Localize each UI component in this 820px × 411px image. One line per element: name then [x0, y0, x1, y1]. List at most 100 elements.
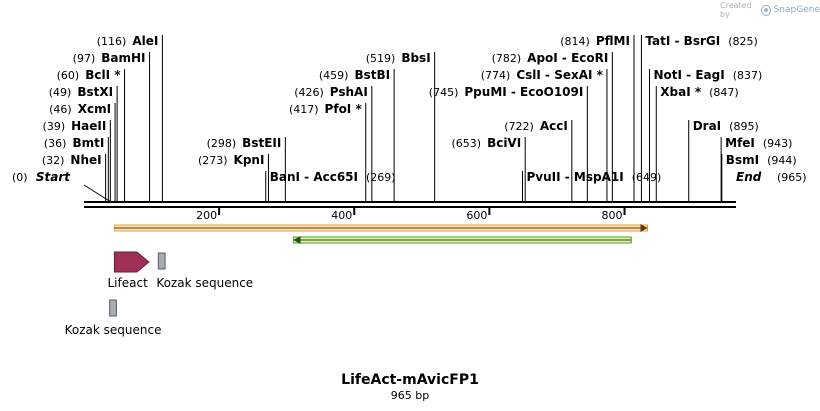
- site-drai: DraI (895): [693, 119, 759, 133]
- site-bani-acc65i-position: (269): [366, 171, 396, 184]
- site-bamhi: BamHI(97): [73, 51, 146, 65]
- site-bbsi-label: BbsI: [401, 51, 430, 65]
- ruler-tick-label: 600: [466, 209, 487, 222]
- site-bmti-position: (36): [44, 137, 67, 150]
- site-alei-label: AleI: [132, 34, 158, 48]
- site-bbsi-position: (519): [366, 52, 396, 65]
- site-bstbi: BstBI (459): [319, 68, 390, 82]
- site-csli-sexai-position: (774): [481, 69, 511, 82]
- orf-reverse: [292, 236, 632, 244]
- site-ppumi-ecoo109i: PpuMI - EcoO109I(745): [429, 85, 584, 99]
- site-bsmi-position: (944): [767, 154, 797, 167]
- site-bcivi-label: BciVI: [487, 136, 521, 150]
- site-pvuii-mspa1i: PvuII - MspA1I (649): [526, 170, 661, 184]
- terminal-start-label: Start: [36, 170, 71, 184]
- orf-tracks: [113, 224, 648, 244]
- site-leaders: [83, 35, 723, 203]
- site-drai-position: (895): [729, 120, 759, 133]
- ruler-tick-label: 800: [602, 209, 623, 222]
- feature-lifeact-arrow: [113, 251, 150, 273]
- site-apoi-ecori: ApoI - EcoRI (782): [492, 51, 609, 65]
- orf-forward: [113, 224, 648, 232]
- site-apoi-ecori-position: (782): [492, 52, 522, 65]
- site-labels: Start (0) End (965) NheI (32) BmtI (36) HaeII (39…: [12, 34, 807, 184]
- site-alei-position: (116): [97, 35, 127, 48]
- site-tati-bsrgi-label: TatI - BsrGI: [645, 34, 720, 48]
- site-xcmi-label: XcmI: [78, 102, 111, 116]
- site-tati-bsrgi: TatI - BsrGI (825): [645, 34, 757, 48]
- site-bstxi-label: BstXI: [77, 85, 113, 99]
- site-pflmi: PflMI(814): [560, 34, 630, 48]
- site-nhei-position: (32): [42, 154, 65, 167]
- site-bani-acc65i-label: BanI - Acc65I: [270, 170, 358, 184]
- terminal-start-position: (0): [12, 171, 28, 184]
- site-bmti: BmtI (36): [44, 136, 104, 150]
- site-ppumi-ecoo109i-label: PpuMI - EcoO109I: [464, 85, 583, 99]
- site-noti-eagi-label: NotI - EagI: [654, 68, 725, 82]
- site-mfei-position: (943): [763, 137, 793, 150]
- site-bbsi: BbsI (519): [366, 51, 431, 65]
- site-xcmi-position: (46): [49, 103, 72, 116]
- site-pvuii-mspa1i-position: (649): [632, 171, 662, 184]
- terminal-start-leader: [83, 184, 112, 203]
- site-haeii-label: HaeII: [71, 119, 106, 133]
- orf-forward-arrowhead: [640, 224, 648, 232]
- site-haeii-position: (39): [43, 120, 66, 133]
- feature-kozak-1-label: Kozak sequence: [156, 276, 253, 290]
- site-mfei-label: MfeI: [725, 136, 755, 150]
- terminal-end-label: End: [736, 170, 762, 184]
- site-pfoi: PfoI *(417): [289, 102, 362, 116]
- site-bcivi: BciVI (653): [451, 136, 521, 150]
- site-xbai: XbaI *(847): [660, 85, 738, 99]
- snapgene-brand-name: SnapGene: [773, 5, 820, 15]
- site-kpni-label: KpnI: [234, 153, 265, 167]
- terminal-start: Start (0): [12, 170, 71, 184]
- feature-kozak-2: Kozak sequence: [65, 299, 161, 337]
- site-bsteii-position: (298): [207, 137, 237, 150]
- site-csli-sexai: CslI - SexAI * (774): [481, 68, 604, 82]
- site-kpni-position: (273): [198, 154, 228, 167]
- site-bsmi: BsmI (944): [726, 153, 797, 167]
- sequence-length: 965 bp: [390, 389, 430, 402]
- snapgene-credit: Created by SnapGene: [720, 1, 820, 19]
- site-bsteii-label: BstEII: [242, 136, 281, 150]
- ruler-tick-label: 200: [196, 209, 217, 222]
- feature-kozak-1: Kozak sequence: [156, 252, 253, 290]
- created-by-text: Created by: [720, 1, 752, 19]
- site-nhei-label: NheI: [70, 153, 101, 167]
- site-pvuii-mspa1i-label: PvuII - MspA1I: [526, 170, 623, 184]
- site-bcli-position: (60): [57, 69, 80, 82]
- feature-lifeact: Lifeact: [107, 251, 150, 290]
- site-bsteii: BstEII (298): [207, 136, 282, 150]
- site-drai-label: DraI: [693, 119, 721, 133]
- sequence-title: LifeAct-mAvicFP1: [341, 372, 479, 388]
- site-pfoi-label: PfoI *: [325, 102, 363, 116]
- site-mfei: MfeI (943): [725, 136, 792, 150]
- site-pshai-position: (426): [294, 86, 324, 99]
- site-noti-eagi: NotI - EagI (837): [654, 68, 763, 82]
- site-bstbi-position: (459): [319, 69, 349, 82]
- terminal-end: End (965): [736, 170, 807, 184]
- site-xcmi: XcmI (46): [49, 102, 111, 116]
- feature-lifeact-label: Lifeact: [107, 276, 148, 290]
- site-bstbi-label: BstBI: [354, 68, 390, 82]
- site-nhei: NheI (32): [42, 153, 102, 167]
- site-bcli: BclI *(60): [57, 68, 122, 82]
- site-bcivi-position: (653): [451, 137, 481, 150]
- site-haeii: HaeII (39): [43, 119, 107, 133]
- feature-kozak-1-box: [157, 252, 166, 270]
- site-tati-bsrgi-position: (825): [728, 35, 758, 48]
- site-noti-eagi-position: (837): [733, 69, 763, 82]
- site-bmti-label: BmtI: [72, 136, 104, 150]
- site-bstxi-position: (49): [49, 86, 72, 99]
- site-bani-acc65i: BanI - Acc65I (269): [270, 170, 396, 184]
- site-pshai: PshAI(426): [294, 85, 368, 99]
- site-xbai-label: XbaI *: [660, 85, 702, 99]
- site-acci-label: AccI: [540, 119, 568, 133]
- site-bsmi-label: BsmI: [726, 153, 759, 167]
- site-csli-sexai-label: CslI - SexAI *: [516, 68, 603, 82]
- terminal-end-position: (965): [777, 171, 807, 184]
- site-apoi-ecori-label: ApoI - EcoRI: [527, 51, 608, 65]
